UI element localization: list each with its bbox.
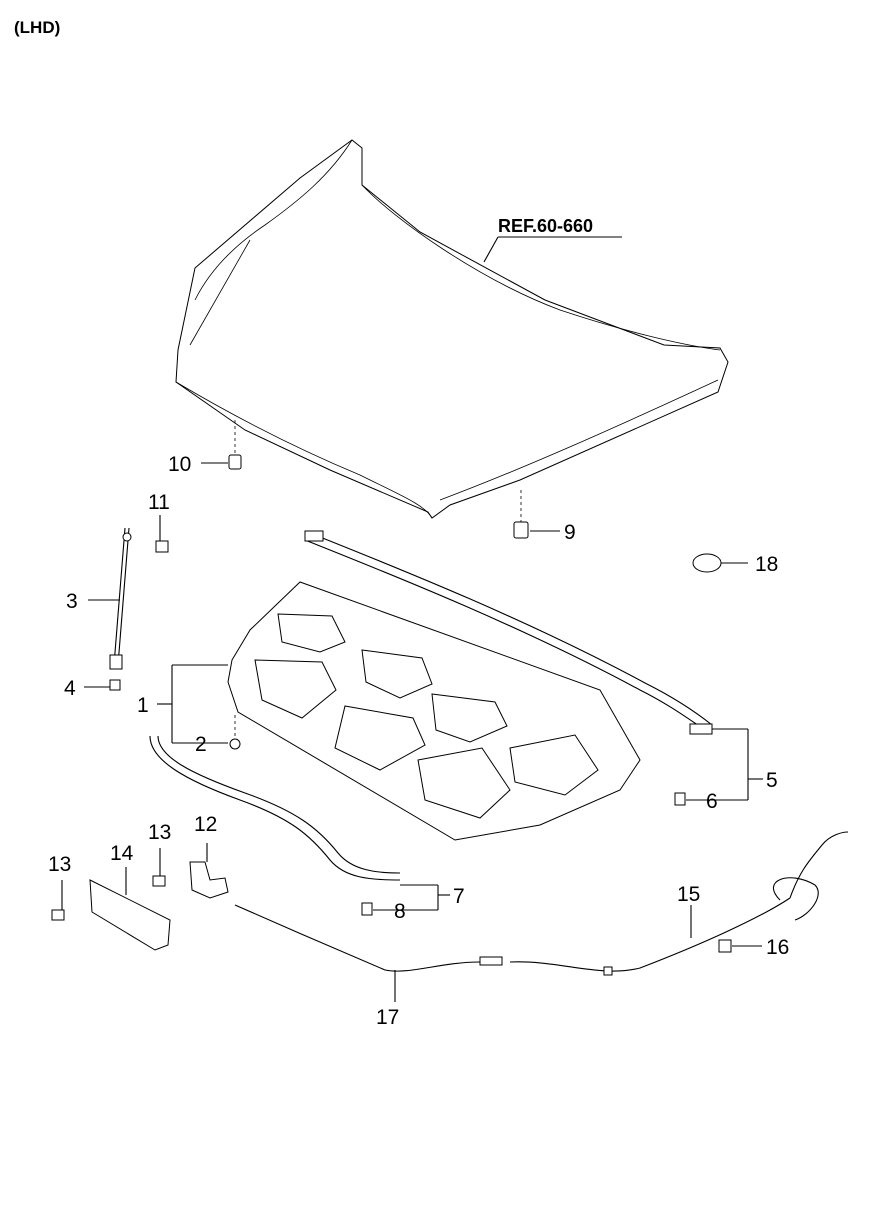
callout-1: 1 bbox=[137, 694, 149, 717]
part-9-bumper bbox=[513, 521, 529, 539]
callout-10: 10 bbox=[168, 453, 191, 476]
variant-label: (LHD) bbox=[14, 18, 60, 37]
callout-14: 14 bbox=[110, 842, 134, 865]
callout-13-lower: 13 bbox=[48, 853, 71, 876]
part-3-stay-rod bbox=[109, 527, 132, 670]
ref-leader bbox=[483, 236, 499, 263]
part-2-clip bbox=[229, 738, 241, 750]
part-12-hood-latch bbox=[189, 861, 229, 899]
part-17-connector bbox=[479, 956, 503, 966]
part-6-clip bbox=[674, 792, 686, 806]
part-16-clip bbox=[718, 939, 732, 953]
callout-15: 15 bbox=[677, 883, 700, 906]
part-14-latch-bracket bbox=[89, 879, 171, 951]
callout-4: 4 bbox=[64, 677, 76, 700]
part-4-clip bbox=[109, 679, 121, 691]
part-10-bumper bbox=[228, 454, 242, 470]
callout-6: 6 bbox=[706, 790, 718, 813]
part-8-clip bbox=[361, 902, 373, 916]
callout-7: 7 bbox=[453, 885, 465, 908]
part-17-cable-front bbox=[234, 904, 481, 972]
ref-label: REF.60-660 bbox=[498, 216, 593, 236]
callout-11: 11 bbox=[148, 491, 170, 514]
part-1-insulator-pad bbox=[227, 581, 641, 841]
part-13-bolt-lower bbox=[51, 909, 65, 921]
part-18-plug bbox=[692, 553, 722, 573]
callout-9: 9 bbox=[564, 521, 576, 544]
hood-panel bbox=[175, 139, 729, 519]
callout-3: 3 bbox=[66, 590, 78, 613]
callout-17: 17 bbox=[376, 1006, 399, 1029]
part-13-bolt-upper bbox=[152, 875, 166, 887]
callout-18: 18 bbox=[755, 553, 778, 576]
part-7-weatherstrip bbox=[149, 735, 401, 881]
callout-13-upper: 13 bbox=[148, 821, 171, 844]
callout-16: 16 bbox=[766, 936, 789, 959]
callout-2: 2 bbox=[195, 733, 207, 756]
part-11-bolt bbox=[155, 540, 169, 553]
part-15-release-cable bbox=[509, 831, 849, 976]
part-5-weatherstrip bbox=[304, 530, 713, 735]
callout-8: 8 bbox=[394, 900, 406, 923]
callout-5: 5 bbox=[766, 769, 778, 792]
callout-12: 12 bbox=[194, 813, 217, 836]
